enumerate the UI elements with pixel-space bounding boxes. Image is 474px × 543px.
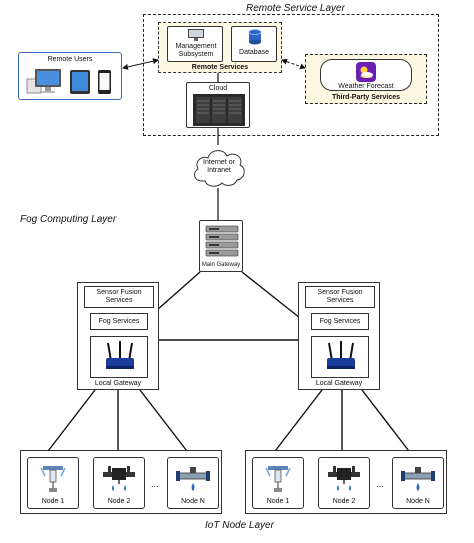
app-badge-text: Yahoo! [359,74,373,79]
management-subsystem-label: Management Subsystem [175,43,217,58]
main-gateway-box: Main Gateway [199,220,243,272]
monitor-icon [188,29,204,41]
edge-gateway-right [241,271,301,319]
wifi-router-icon [106,341,134,369]
node-label: Node N [406,498,430,505]
left-router-box [90,336,148,378]
left-sensor-fusion-label: Sensor Fusion Services [96,289,142,304]
node-label: Node N [181,498,205,505]
water-sensor-icon [103,466,135,491]
right-node-1: Node 1 [252,457,304,509]
smartphone-icon [98,70,111,94]
left-fog-services-label: Fog Services [98,318,140,325]
database-icon [248,29,262,45]
cloud-box: Cloud [186,82,250,128]
third-party-label: Third-Party Services [331,94,401,101]
water-sensor-icon [328,466,360,491]
node-label: Node 2 [107,498,131,505]
right-node-2: Node 2 [318,457,370,509]
node-label: Node 2 [332,498,356,505]
weather-forecast-label: Weather Forecast [338,83,394,90]
left-node-2: Node 2 [93,457,145,509]
edge-users-services [122,58,159,70]
server-rack-icon [193,94,245,126]
internet-label: Internet or Intranet [203,159,235,174]
left-local-gateway-label: Local Gateway [94,380,142,387]
remote-service-layer [143,14,439,136]
ellipsis-label: ... [376,479,384,489]
left-sensor-fusion-box: Sensor Fusion Services [84,286,154,308]
left-gateway-box: Sensor Fusion Services Fog Services Loca… [77,282,159,390]
remote-users-box: Remote Users [18,52,122,100]
weather-forecast-box: Yahoo! Weather Forecast [320,59,412,91]
database-box: Database [231,26,277,62]
sensor-tower-icon [265,466,291,492]
cloud-label: Cloud [208,85,228,92]
iot-layer-title: IoT Node Layer [205,520,274,531]
main-gateway-label: Main Gateway [201,262,241,268]
weather-app-icon [356,62,376,82]
wifi-router-icon [327,341,355,369]
tablet-icon [70,70,90,94]
remote-layer-title: Remote Service Layer [246,3,345,14]
right-sensor-fusion-label: Sensor Fusion Services [317,289,363,304]
fog-layer-title: Fog Computing Layer [20,214,117,225]
internet-cloud-icon [194,150,245,187]
left-fog-services-box: Fog Services [90,313,148,330]
pipe-sensor-icon [401,467,435,491]
node-label: Node 1 [41,498,65,505]
right-node-group: Node 1 Node 2 ... Node N [245,450,447,514]
desktop-icon [26,69,61,94]
right-sensor-fusion-box: Sensor Fusion Services [305,286,375,308]
ellipsis-label: ... [151,479,159,489]
left-node-group: Node 1 Node 2 ... Node N [20,450,222,514]
right-fog-services-box: Fog Services [311,313,369,330]
server-stack-icon [205,225,239,257]
right-fog-services-label: Fog Services [319,318,361,325]
right-local-gateway-label: Local Gateway [315,380,363,387]
database-label: Database [239,49,269,56]
pipe-sensor-icon [176,467,210,491]
left-node-n: Node N [167,457,219,509]
right-gateway-box: Sensor Fusion Services Fog Services Loca… [298,282,380,390]
node-label: Node 1 [266,498,290,505]
remote-services-label: Remote Services [191,64,249,71]
management-subsystem-box: Management Subsystem [167,26,223,62]
third-party-box: Yahoo! Weather Forecast Third-Party Serv… [305,54,427,104]
sensor-tower-icon [40,466,66,492]
right-node-n: Node N [392,457,444,509]
remote-users-label: Remote Users [47,56,93,63]
remote-services-box: Management Subsystem Database Remote Ser… [158,22,282,73]
left-node-1: Node 1 [27,457,79,509]
edge-services-thirdparty [281,58,306,70]
right-router-box [311,336,369,378]
